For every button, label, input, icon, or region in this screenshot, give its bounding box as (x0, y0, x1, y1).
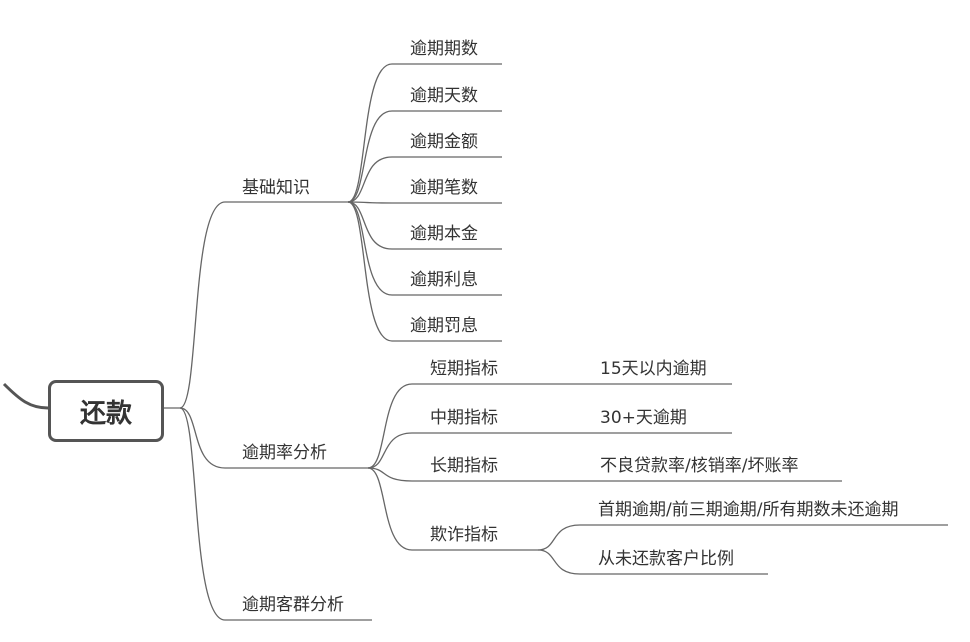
connector-rate-long (367, 467, 538, 482)
root-incoming-link (2, 382, 49, 410)
connector-basic-7 (347, 201, 502, 342)
connector-root-basic (164, 201, 348, 409)
connector-fraud-2 (537, 549, 768, 575)
sub-short-term-indicator[interactable]: 短期指标 (430, 359, 498, 379)
sub-fraud-indicator[interactable]: 欺诈指标 (430, 525, 498, 545)
connector-rate-short (367, 383, 538, 469)
leaf-first-period-overdue[interactable]: 首期逾期/前三期逾期/所有期数未还逾期 (598, 500, 899, 520)
branch-basic-knowledge[interactable]: 基础知识 (242, 178, 310, 198)
connector-basic-6 (347, 201, 502, 296)
connector-root-rate (179, 407, 368, 469)
root-node[interactable]: 还款 (48, 380, 164, 442)
connector-basic-1 (347, 63, 502, 203)
connector-basic-5 (347, 201, 502, 250)
branch-overdue-segment-analysis[interactable]: 逾期客群分析 (242, 595, 344, 615)
sub-mid-term-indicator[interactable]: 中期指标 (430, 408, 498, 428)
leaf-overdue-amount[interactable]: 逾期金额 (410, 132, 478, 152)
sub-long-term-indicator[interactable]: 长期指标 (430, 456, 498, 476)
connector-rate-mid (367, 432, 538, 469)
leaf-overdue-days[interactable]: 逾期天数 (410, 86, 478, 106)
leaf-overdue-principal[interactable]: 逾期本金 (410, 224, 478, 244)
leaf-overdue-periods[interactable]: 逾期期数 (410, 39, 478, 59)
leaf-30-plus-days[interactable]: 30+天逾期 (600, 408, 687, 428)
leaf-overdue-interest[interactable]: 逾期利息 (410, 270, 478, 290)
leaf-within-15-days[interactable]: 15天以内逾期 (600, 359, 707, 379)
connector-basic-4 (347, 201, 502, 204)
connector-basic-2 (347, 110, 502, 203)
leaf-overdue-penalty[interactable]: 逾期罚息 (410, 316, 478, 336)
connector-root-segment (179, 407, 372, 621)
connector-rate-fraud (367, 467, 538, 551)
branch-overdue-rate-analysis[interactable]: 逾期率分析 (242, 443, 327, 463)
leaf-never-repaid-ratio[interactable]: 从未还款客户比例 (598, 549, 734, 569)
leaf-overdue-count[interactable]: 逾期笔数 (410, 178, 478, 198)
connector-fraud-1 (537, 524, 948, 551)
connector-basic-3 (347, 156, 502, 203)
leaf-npl-writeoff-baddebt[interactable]: 不良贷款率/核销率/坏账率 (600, 456, 799, 476)
